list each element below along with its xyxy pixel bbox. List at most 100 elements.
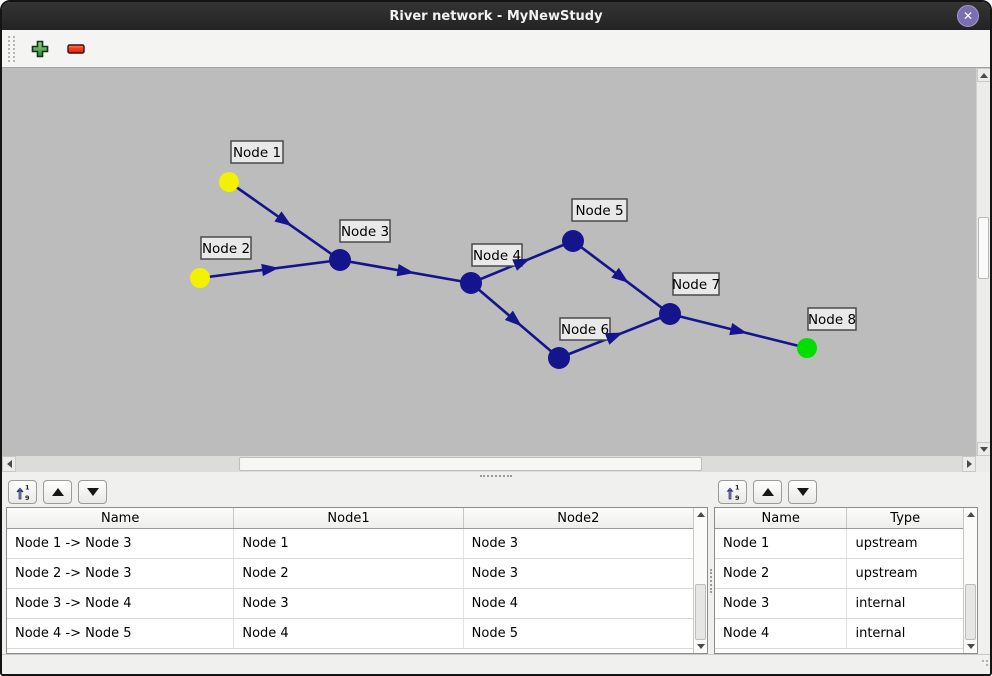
node-label-text: Node 6 (561, 322, 609, 338)
network-node[interactable] (562, 230, 584, 252)
links-move-down-button[interactable] (78, 480, 107, 504)
column-header-name[interactable]: Name (715, 508, 848, 528)
node-label-text: Node 5 (575, 203, 623, 219)
cell-name: Node 1 -> Node 3 (7, 529, 235, 558)
links-move-up-button[interactable] (43, 480, 72, 504)
table-row[interactable]: Node 4 internal (715, 619, 963, 649)
edge-arrow-icon (611, 267, 629, 283)
triangle-left-icon (6, 460, 12, 468)
sort-ascending-icon: 1 9 (16, 484, 30, 501)
table-scrollbar-thumb[interactable] (695, 584, 706, 640)
triangle-down-icon (86, 488, 99, 496)
column-header-node1[interactable]: Node1 (234, 508, 464, 528)
cell-name: Node 1 (715, 529, 848, 558)
scroll-left-button[interactable] (2, 456, 16, 472)
table-row[interactable]: Node 4 -> Node 5 Node 4 Node 5 (7, 619, 693, 649)
svg-text:9: 9 (735, 494, 740, 501)
tables-splitter-handle[interactable] (708, 507, 714, 654)
node-label-text: Node 7 (672, 277, 720, 293)
nodes-table-header: Name Type (715, 508, 963, 529)
table-row[interactable]: Node 1 -> Node 3 Node 1 Node 3 (7, 529, 693, 559)
column-header-name[interactable]: Name (7, 508, 235, 528)
splitter-dots-icon (480, 474, 512, 477)
cell-type: internal (855, 596, 906, 611)
triangle-up-icon (979, 72, 988, 78)
node-label-text: Node 8 (808, 312, 856, 328)
scroll-down-button[interactable] (964, 640, 977, 653)
links-sort-button[interactable]: 1 9 (8, 480, 37, 504)
pane-splitter-handle[interactable] (2, 472, 990, 479)
triangle-down-icon (696, 644, 705, 649)
title-bar: River network - MyNewStudy ✕ (2, 2, 990, 30)
cell-name: Node 2 -> Node 3 (7, 559, 235, 588)
node-label-text: Node 1 (233, 145, 281, 161)
network-node[interactable] (219, 172, 239, 192)
triangle-down-icon (966, 644, 975, 649)
cell-name: Node 4 (715, 619, 848, 648)
cell-node2: Node 3 (471, 536, 519, 551)
cell-name: Node 2 (715, 559, 848, 588)
triangle-up-icon (761, 488, 774, 496)
nodes-move-up-button[interactable] (753, 480, 782, 504)
scroll-down-button[interactable] (976, 442, 990, 456)
nodes-table: Name Type Node 1 upstream Node 2 upstrea… (714, 507, 978, 654)
node-label-text: Node 4 (473, 248, 521, 264)
network-node[interactable] (659, 303, 681, 325)
triangle-down-icon (979, 446, 988, 452)
cell-node2: Node 3 (471, 566, 519, 581)
table-row[interactable]: Node 3 internal (715, 589, 963, 619)
network-node[interactable] (548, 347, 570, 369)
table-row[interactable]: Node 3 -> Node 4 Node 3 Node 4 (7, 589, 693, 619)
triangle-up-icon (966, 512, 975, 517)
toolbar-drag-handle[interactable] (8, 35, 15, 62)
table-row[interactable]: Node 2 -> Node 3 Node 2 Node 3 (7, 559, 693, 589)
network-node[interactable] (329, 249, 351, 271)
canvas-horizontal-scrollbar[interactable] (2, 456, 977, 472)
cell-node1: Node 4 (234, 619, 464, 648)
vertical-scrollbar-thumb[interactable] (978, 217, 989, 279)
edge-arrow-icon (261, 263, 279, 277)
node-label-box (559, 317, 611, 341)
table-row[interactable]: Node 1 upstream (715, 529, 963, 559)
node-label-box (807, 307, 857, 331)
cell-type: upstream (855, 566, 918, 581)
close-button[interactable]: ✕ (957, 5, 979, 27)
scroll-up-button[interactable] (964, 508, 977, 521)
svg-text:9: 9 (25, 494, 30, 501)
cell-node1: Node 3 (234, 589, 464, 618)
sort-ascending-icon: 1 9 (726, 484, 740, 501)
cell-node1: Node 1 (234, 529, 464, 558)
network-node[interactable] (190, 268, 210, 288)
cell-name: Node 3 -> Node 4 (7, 589, 235, 618)
cell-type: upstream (855, 536, 918, 551)
edge-arrow-icon (604, 332, 623, 345)
scroll-down-button[interactable] (694, 640, 707, 653)
horizontal-scrollbar-thumb[interactable] (239, 457, 702, 471)
svg-text:1: 1 (735, 484, 740, 492)
scroll-up-button[interactable] (976, 68, 990, 82)
nodes-table-scrollbar[interactable] (963, 508, 977, 653)
column-header-node2[interactable]: Node2 (557, 510, 600, 526)
edge-arrow-icon (274, 211, 292, 227)
resize-grip[interactable] (982, 660, 984, 662)
links-table-scrollbar[interactable] (693, 508, 707, 653)
node-label-box (471, 243, 523, 267)
edge-arrow-icon (396, 264, 415, 277)
table-scrollbar-thumb[interactable] (965, 584, 976, 640)
add-node-button[interactable] (29, 38, 51, 60)
table-row[interactable]: Node 2 upstream (715, 559, 963, 589)
scroll-right-button[interactable] (962, 456, 977, 472)
column-header-type[interactable]: Type (890, 510, 921, 526)
node-label-box (200, 236, 252, 260)
network-node[interactable] (460, 272, 482, 294)
nodes-move-down-button[interactable] (788, 480, 817, 504)
canvas-vertical-scrollbar[interactable] (976, 68, 990, 456)
remove-node-button[interactable] (65, 38, 87, 60)
scroll-up-button[interactable] (694, 508, 707, 521)
nodes-sort-button[interactable]: 1 9 (718, 480, 747, 504)
network-node[interactable] (797, 338, 817, 358)
status-bar (2, 654, 990, 674)
triangle-up-icon (696, 512, 705, 517)
